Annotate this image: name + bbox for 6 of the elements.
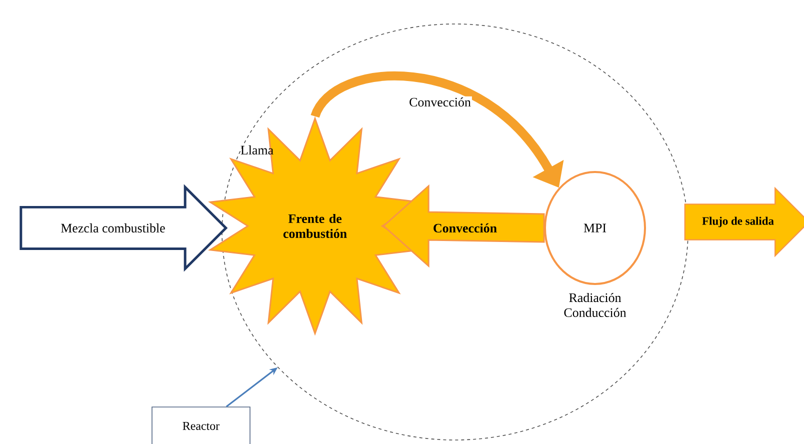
edge-label: Convección [408, 96, 472, 108]
arrow-label: Convección [434, 223, 497, 233]
dashed-circle [222, 24, 688, 440]
label-box: Reactor [152, 406, 250, 444]
caption-text: Radiación Conducción [564, 292, 626, 318]
block-arrow [382, 184, 545, 268]
